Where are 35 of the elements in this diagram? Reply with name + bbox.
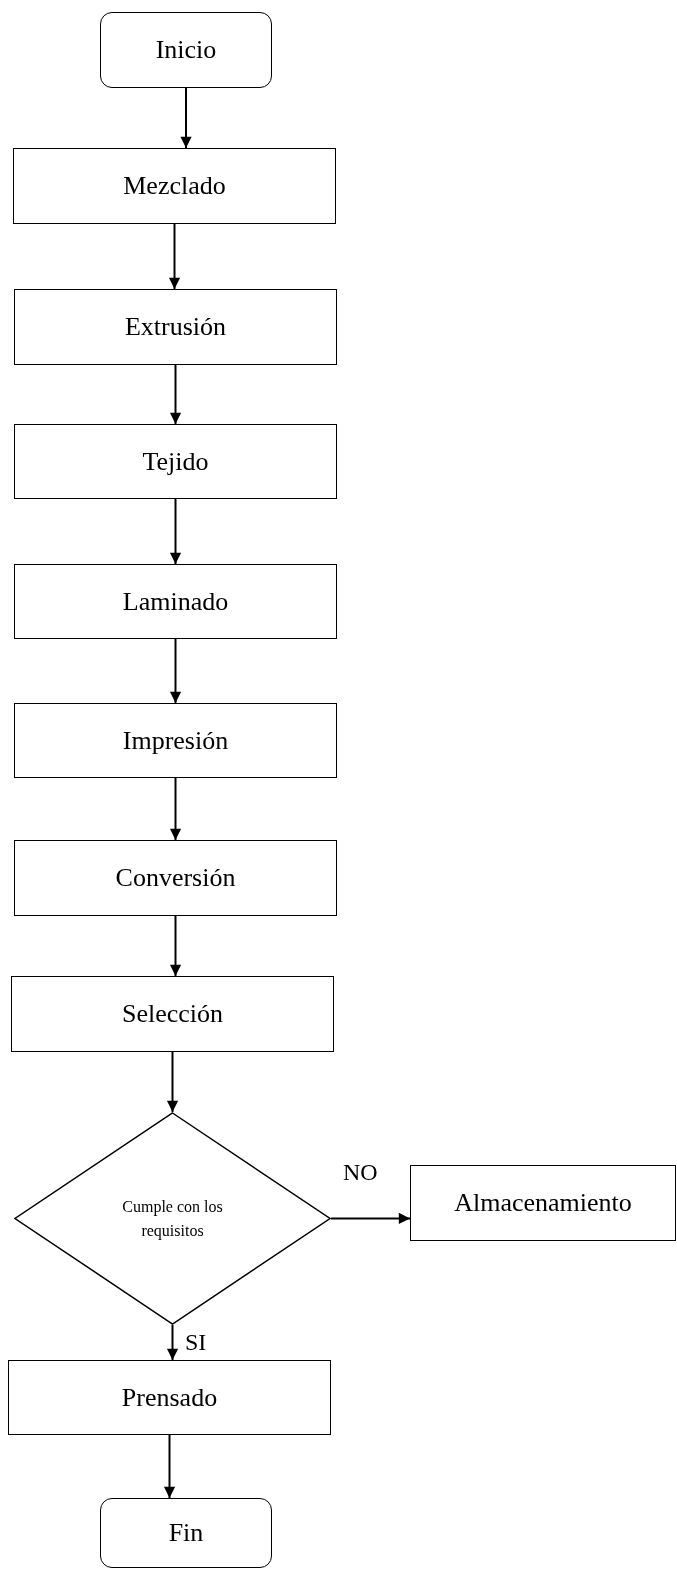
arrow <box>169 364 182 425</box>
decision-label: Cumple con los requisitos <box>121 1197 224 1242</box>
terminal-box <box>100 1498 272 1568</box>
process-box <box>13 148 336 224</box>
step-label: Prensado <box>121 1382 218 1413</box>
arrow <box>169 498 182 565</box>
step-label: Selección <box>121 999 224 1029</box>
arrow <box>166 1324 179 1361</box>
arrow <box>169 638 182 704</box>
process-box <box>14 289 337 365</box>
step-label: Tejido <box>142 446 209 477</box>
step-label: Inicio <box>155 35 217 65</box>
terminal-box <box>100 12 272 88</box>
process-box <box>14 564 337 639</box>
step-label: Impresión <box>122 725 229 756</box>
arrow <box>166 1051 179 1113</box>
process-box <box>11 976 334 1052</box>
step-label: Extrusión <box>124 312 227 342</box>
process-box <box>8 1360 331 1435</box>
step-label: Mezclado <box>123 171 226 201</box>
step-label: Almacenamiento <box>454 1188 632 1218</box>
arrow <box>169 777 182 841</box>
process-box <box>14 703 337 778</box>
step-label: Conversión <box>115 863 236 893</box>
arrow <box>180 87 192 149</box>
process-box <box>14 424 337 499</box>
arrow <box>169 915 182 977</box>
step-label: Fin <box>168 1518 204 1548</box>
arrow <box>330 1212 411 1225</box>
process-box <box>14 840 337 916</box>
step-label: Laminado <box>122 586 229 617</box>
decision-diamond <box>14 1112 331 1325</box>
arrow <box>168 223 181 290</box>
process-box <box>410 1165 676 1241</box>
arrow <box>163 1434 176 1499</box>
